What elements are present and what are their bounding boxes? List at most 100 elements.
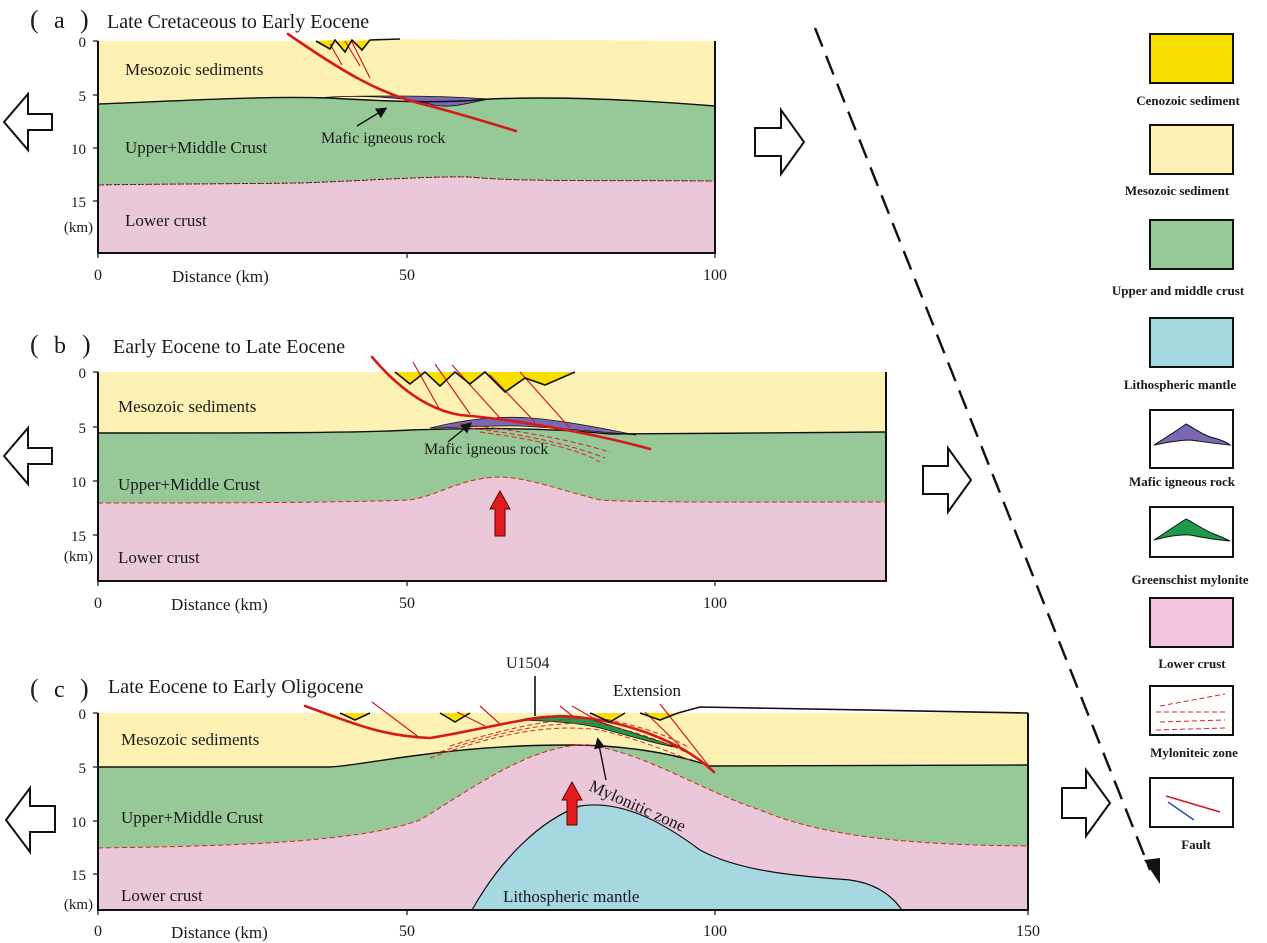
legend-label: Cenozoic sediment	[1136, 93, 1240, 108]
panel-b-label-upper-crust: Upper+Middle Crust	[118, 475, 261, 494]
legend-swatch-mesozoic	[1149, 124, 1234, 175]
panel-c-extension-label: Extension	[613, 681, 681, 700]
svg-text:): )	[82, 330, 91, 359]
panel-a-depth-unit: (km)	[64, 220, 93, 236]
panel-b-annotation: Mafic igneous rock	[424, 441, 548, 458]
time-progression-arrowhead-icon	[1144, 858, 1160, 884]
panel-c-distance-axis: 0 50 100 150 Distance (km)	[94, 910, 1040, 942]
legend-label: Lithospheric mantle	[1124, 377, 1237, 392]
panel-b-label-lower-crust: Lower crust	[118, 548, 200, 567]
panel-b-minor-faults	[412, 361, 571, 429]
svg-text:(: (	[30, 330, 39, 359]
legend-label: Lower crust	[1158, 656, 1226, 671]
greenschist-icon	[1153, 518, 1231, 542]
panel-c-mantle	[470, 804, 904, 911]
legend-label: Mafic igneous rock	[1129, 474, 1236, 489]
panel-a-depth-tick: 10	[71, 142, 86, 158]
panel-c-label-upper-crust: Upper+Middle Crust	[121, 808, 264, 827]
panel-c-right-arrow-icon	[1061, 766, 1112, 840]
panel-c-mylonite-arrow	[594, 737, 607, 781]
legend-label: Upper and middle crust	[1112, 283, 1245, 298]
legend-swatch-lower-crust	[1149, 597, 1234, 648]
panel-c-letter: c	[54, 677, 65, 703]
panel-c-depth-tick: 5	[79, 761, 87, 777]
panel-b-title: Early Eocene to Late Eocene	[113, 336, 345, 358]
panel-a-distance-axis: 0 50 100 Distance (km)	[94, 253, 727, 286]
panel-b-left-arrow-icon	[2, 425, 53, 487]
panel-a-depth-tick: 0	[79, 35, 87, 51]
legend-label: Myloniteic zone	[1150, 745, 1238, 760]
panel-b-letter: b	[54, 333, 66, 359]
panel-a-label-sediments: Mesozoic sediments	[125, 60, 263, 79]
fault-red-icon	[1165, 795, 1221, 813]
legend: Cenozoic sediment Mesozoic sediment Uppe…	[1112, 33, 1249, 852]
panel-b-depth-tick: 15	[71, 529, 86, 545]
panel-a-upper-crust	[98, 97, 715, 185]
panel-b-mylonite-lines	[459, 423, 611, 463]
panel-c-title: Late Eocene to Early Oligocene	[108, 676, 364, 698]
panel-b-mafic-body	[429, 416, 637, 436]
panel-c-site-label: U1504	[506, 655, 550, 672]
panel-c-label-mantle: Lithospheric mantle	[503, 887, 639, 906]
panel-b-distance-tick: 50	[399, 595, 415, 612]
panel-c-distance-label: Distance (km)	[171, 923, 268, 942]
panel-a-letter-open: (	[30, 5, 39, 34]
panel-b-depth-tick: 10	[71, 475, 86, 491]
panel-a-main-fault	[286, 32, 518, 133]
panel-c-label-lower-crust: Lower crust	[121, 886, 203, 905]
panel-b-sediments	[98, 372, 886, 434]
panel-b-distance-label: Distance (km)	[171, 595, 268, 614]
panel-a-sediments	[98, 39, 715, 106]
panel-b-distance-tick: 0	[94, 595, 102, 612]
panel-a-minor-faults	[329, 40, 371, 79]
panel-c-minor-faults	[371, 701, 713, 771]
panel-a-annotation-arrow	[356, 107, 388, 127]
legend-swatch-mantle	[1149, 317, 1234, 368]
svg-text:(: (	[30, 674, 39, 703]
panel-b-distance-tick: 100	[703, 595, 727, 612]
legend-label: Greenschist mylonite	[1131, 572, 1248, 587]
legend-swatch-mylonite	[1149, 685, 1234, 736]
panel-c-label-sediments: Mesozoic sediments	[121, 730, 259, 749]
legend-swatch-upper-crust	[1149, 219, 1234, 270]
panel-b-right-arrow-icon	[922, 444, 973, 516]
panel-a-depth-tick: 15	[71, 195, 86, 211]
panel-b-cenozoic-fill	[395, 372, 575, 392]
panel-c-uplift-arrow-icon	[561, 780, 583, 826]
panel-a-letter: a	[54, 8, 65, 34]
panel-c: ( c ) Late Eocene to Early Oligocene U15…	[4, 655, 1112, 942]
panel-a-right-arrow-icon	[754, 106, 806, 178]
panel-b: ( b ) Early Eocene to Late Eocene Mafic …	[2, 330, 973, 614]
panel-c-distance-tick: 50	[399, 923, 415, 940]
mafic-rock-icon	[1153, 423, 1232, 446]
panel-a: ( a ) Late Cretaceous to Early Eocene Ma…	[2, 5, 806, 286]
panel-b-depth-axis: 0 5 10 15 (km)	[64, 366, 98, 565]
panel-c-distance-tick: 150	[1016, 923, 1040, 940]
panel-c-sediments	[98, 713, 1028, 767]
panel-a-distance-tick: 0	[94, 267, 102, 284]
panel-c-depth-tick: 15	[71, 868, 86, 884]
panel-a-left-arrow-icon	[2, 91, 53, 153]
panel-b-main-fault	[370, 355, 652, 451]
panel-a-label-upper-crust: Upper+Middle Crust	[125, 138, 268, 157]
panel-a-label-lower-crust: Lower crust	[125, 211, 207, 230]
panel-c-frame	[97, 713, 1029, 911]
panel-b-moho	[97, 476, 887, 504]
panel-b-uplift-arrow-icon	[489, 489, 511, 537]
panel-a-distance-tick: 100	[703, 267, 727, 284]
svg-text:): )	[80, 674, 89, 703]
panel-c-depth-tick: 0	[79, 707, 87, 723]
panel-c-depth-unit: (km)	[64, 897, 93, 913]
fault-blue-icon	[1167, 801, 1195, 821]
panel-c-depth-tick: 10	[71, 815, 86, 831]
panel-a-annotation: Mafic igneous rock	[321, 130, 445, 147]
panel-b-depth-tick: 0	[79, 366, 87, 382]
panel-a-distance-tick: 50	[399, 267, 415, 284]
legend-label: Fault	[1181, 837, 1211, 852]
time-progression-line	[813, 27, 1152, 871]
panel-c-depth-axis: 0 5 10 15 (km)	[64, 707, 98, 913]
legend-swatch-fault	[1149, 777, 1234, 828]
panel-a-depth-tick: 5	[79, 89, 87, 105]
panel-c-main-fault	[303, 704, 716, 774]
